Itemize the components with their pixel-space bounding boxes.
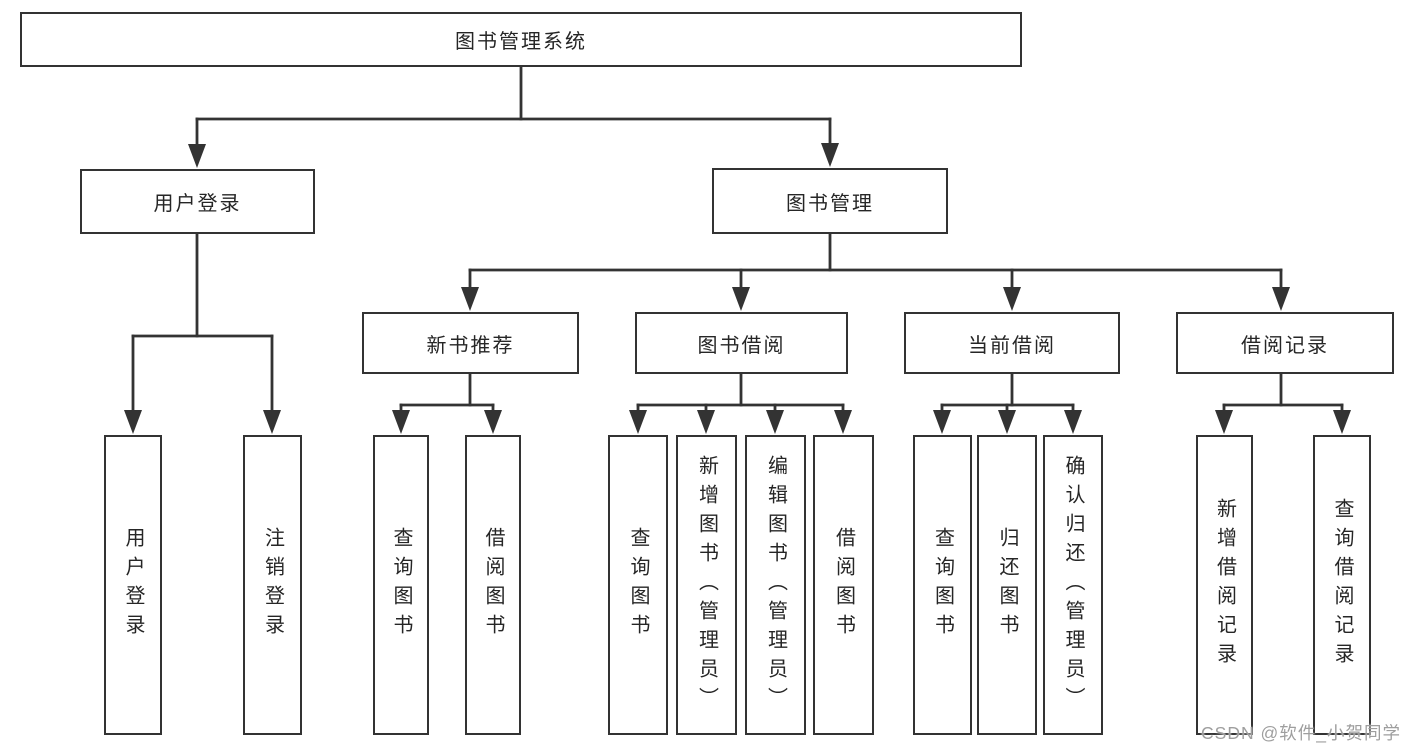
- node-label: 用户登录: [153, 193, 242, 215]
- leaf-label: 查询图书: [627, 527, 649, 643]
- leaf-label: 归还图书: [996, 527, 1018, 643]
- leaf-label: 确认归还（管理员）: [1062, 454, 1084, 716]
- leaf-label: 查询图书: [931, 527, 954, 643]
- leaf-label: 借阅图书: [482, 527, 504, 643]
- leaf-label: 新增图书（管理员）: [695, 454, 718, 716]
- node-label: 借阅记录: [1241, 334, 1329, 357]
- leaf-label: 编辑图书（管理员）: [764, 454, 787, 716]
- leaf-search-books-current: 查询图书: [913, 435, 972, 735]
- node-label: 新书推荐: [426, 334, 515, 357]
- csdn-watermark: CSDN @软件_小贺同学: [1201, 723, 1401, 743]
- node-label: 图书管理: [786, 192, 874, 215]
- node-book-management: 图书管理: [712, 168, 948, 234]
- node-label: 图书管理系统: [455, 31, 587, 53]
- leaf-confirm-return-admin: 确认归还（管理员）: [1043, 435, 1103, 735]
- leaf-label: 用户登录: [122, 527, 144, 643]
- leaf-search-books-recommend: 查询图书: [373, 435, 429, 735]
- leaf-borrow-books: 借阅图书: [813, 435, 874, 735]
- leaf-search-borrow-record: 查询借阅记录: [1313, 435, 1371, 735]
- leaf-logout: 注销登录: [243, 435, 302, 735]
- node-label: 当前借阅: [968, 334, 1056, 357]
- node-user-login: 用户登录: [80, 169, 315, 234]
- leaf-label: 借阅图书: [832, 527, 855, 643]
- node-library-management-system: 图书管理系统: [20, 12, 1022, 67]
- leaf-user-login: 用户登录: [104, 435, 162, 735]
- node-borrowing-records: 借阅记录: [1176, 312, 1394, 374]
- leaf-add-borrow-record: 新增借阅记录: [1196, 435, 1253, 735]
- leaf-add-books-admin: 新增图书（管理员）: [676, 435, 737, 735]
- leaf-borrow-books-recommend: 借阅图书: [465, 435, 521, 735]
- leaf-label: 查询图书: [390, 527, 412, 643]
- leaf-edit-books-admin: 编辑图书（管理员）: [745, 435, 806, 735]
- leaf-label: 新增借阅记录: [1213, 498, 1236, 672]
- node-label: 图书借阅: [697, 334, 786, 357]
- node-current-borrowing: 当前借阅: [904, 312, 1120, 374]
- node-new-book-recommend: 新书推荐: [362, 312, 579, 374]
- leaf-return-books: 归还图书: [977, 435, 1037, 735]
- node-book-borrowing: 图书借阅: [635, 312, 848, 374]
- leaf-search-books-borrow: 查询图书: [608, 435, 668, 735]
- leaf-label: 查询借阅记录: [1331, 498, 1353, 672]
- leaf-label: 注销登录: [261, 527, 284, 643]
